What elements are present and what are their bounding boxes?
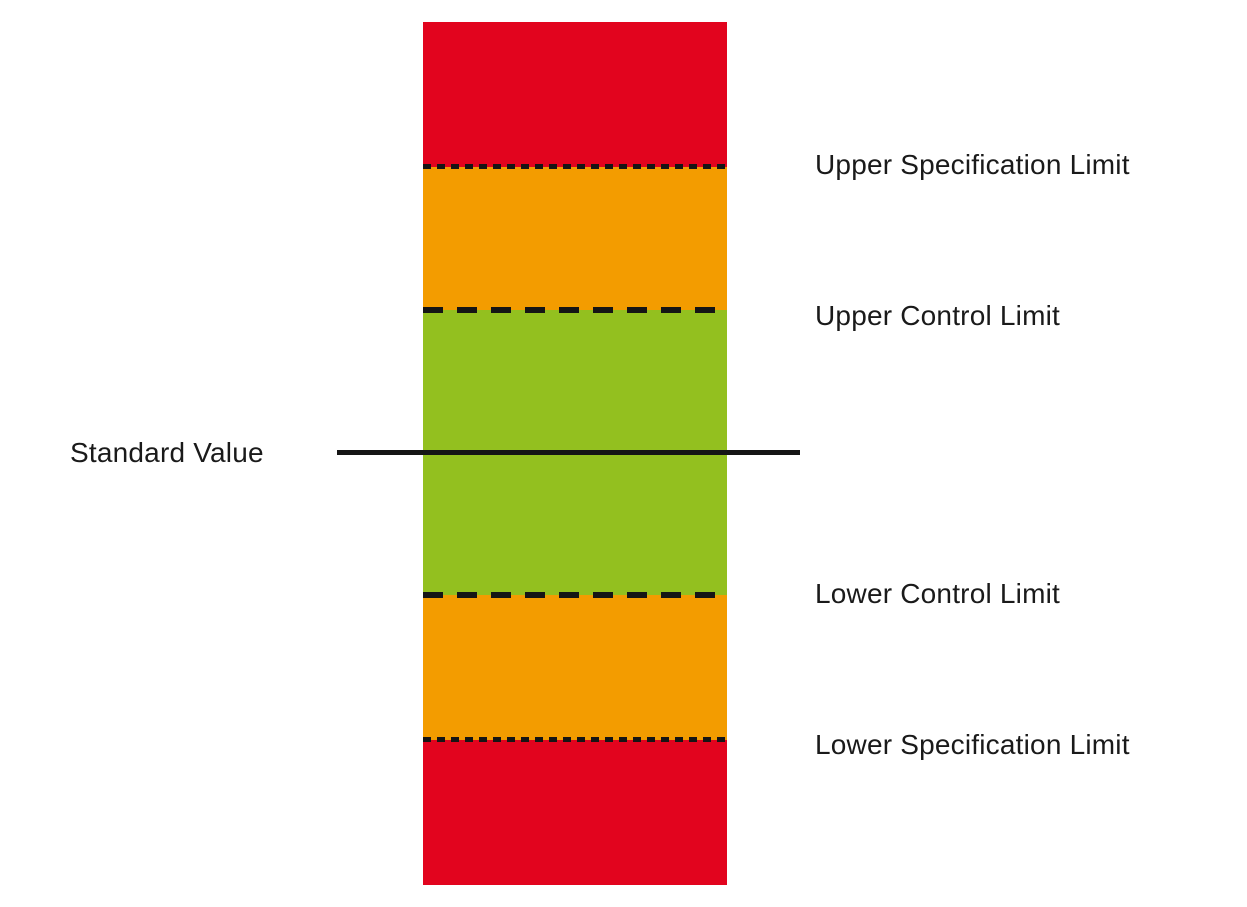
- lower-control-limit-label: Lower Control Limit: [815, 578, 1060, 610]
- zone-upper-warning: [423, 167, 727, 310]
- zone-upper-out-of-spec: [423, 22, 727, 167]
- lower-specification-limit-label: Lower Specification Limit: [815, 729, 1130, 761]
- upper-control-limit-label: Upper Control Limit: [815, 300, 1060, 332]
- upper-specification-limit-line: [423, 164, 727, 169]
- lower-specification-limit-line: [423, 737, 727, 742]
- standard-value-line: [337, 450, 800, 455]
- upper-control-limit-line: [423, 307, 727, 313]
- zone-lower-out-of-spec: [423, 740, 727, 885]
- upper-specification-limit-label: Upper Specification Limit: [815, 149, 1130, 181]
- zone-lower-warning: [423, 595, 727, 740]
- lower-control-limit-line: [423, 592, 727, 598]
- standard-value-label: Standard Value: [70, 437, 264, 469]
